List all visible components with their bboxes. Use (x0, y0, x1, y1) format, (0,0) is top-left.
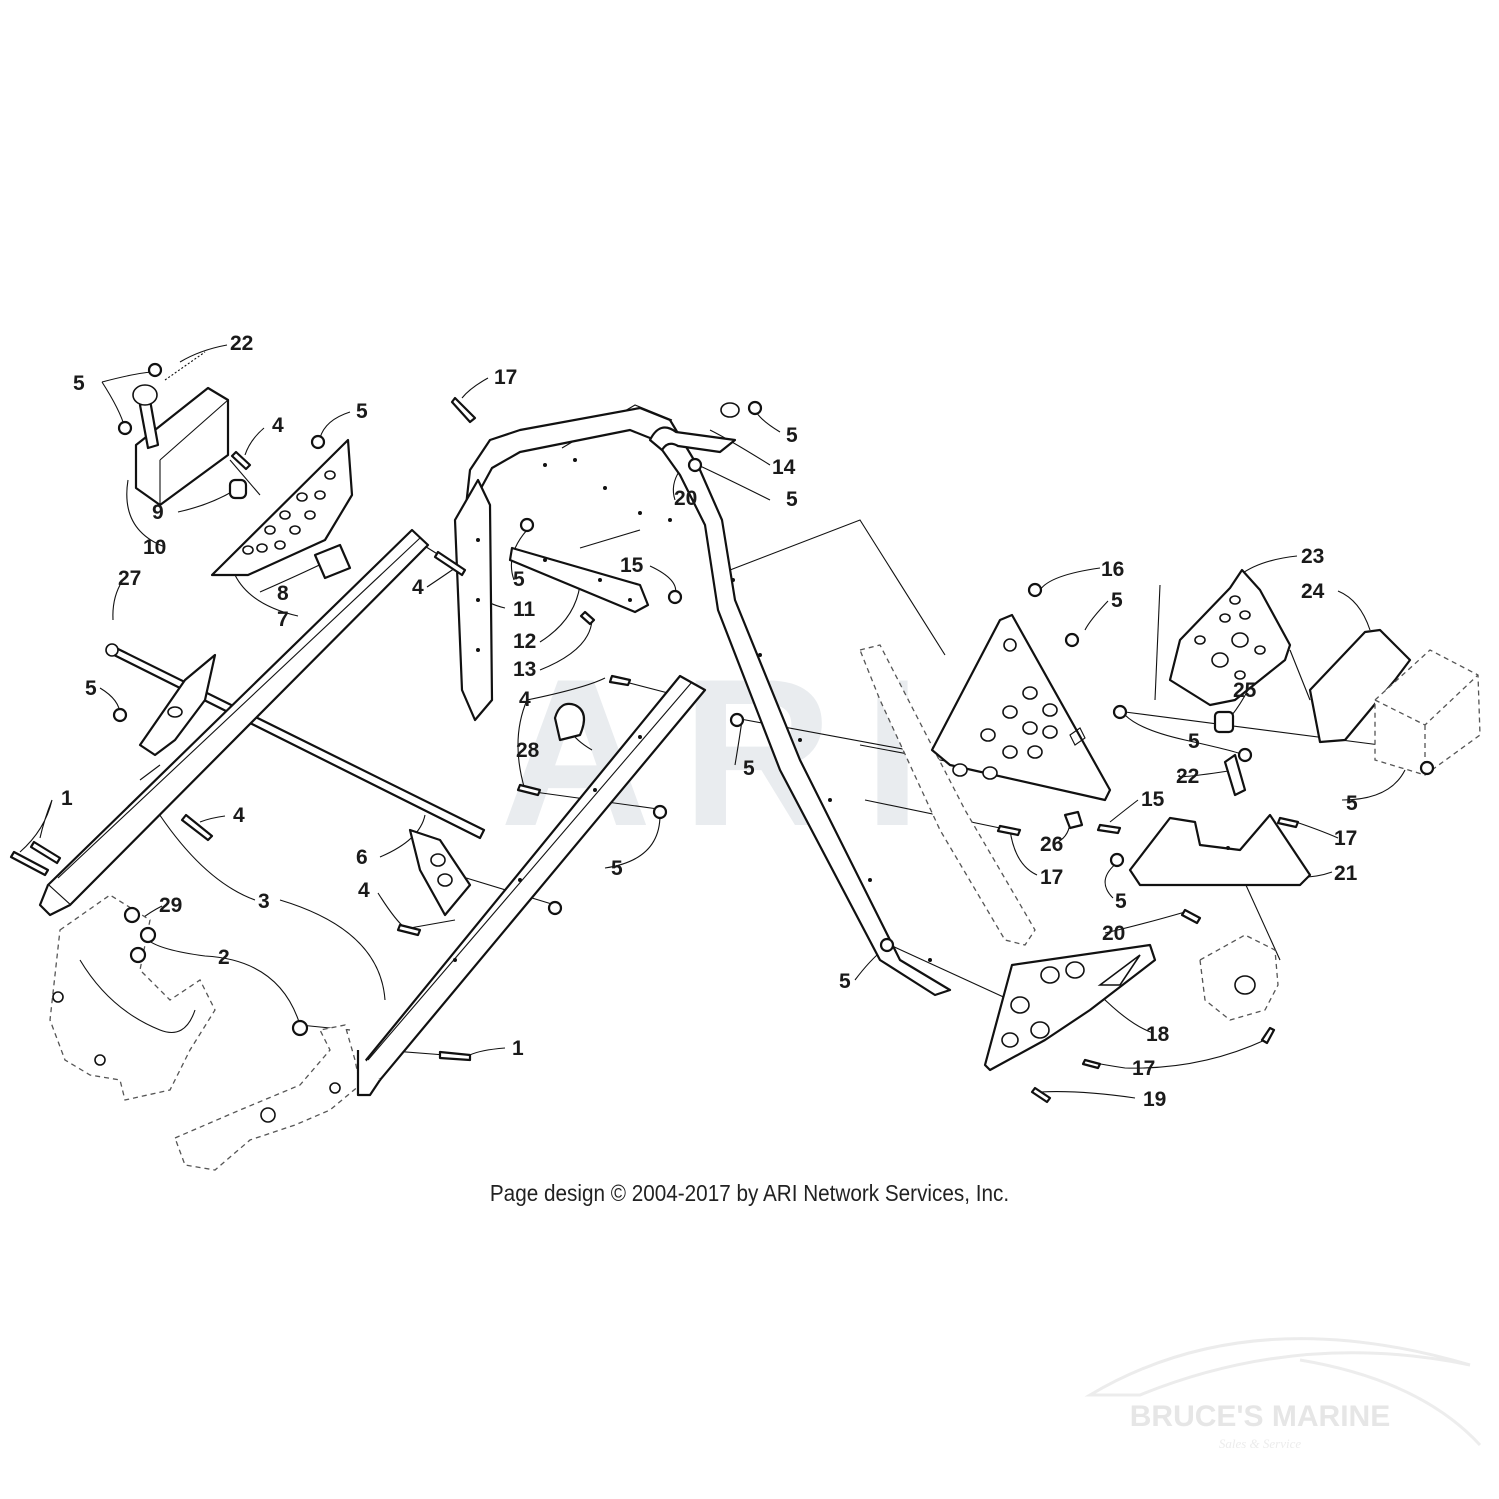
callout-5-plate21: 5 (1115, 890, 1127, 913)
oil-reservoir-10 (132, 384, 230, 507)
callout-22-right: 22 (1176, 765, 1199, 788)
callout-11: 11 (513, 598, 536, 621)
callout-6: 6 (356, 846, 368, 869)
roll-cage-hoop (458, 406, 952, 997)
gusset-bracket-left (138, 653, 217, 757)
callout-17-center: 17 (1040, 866, 1063, 889)
callout-24: 24 (1301, 580, 1325, 603)
callout-18: 18 (1146, 1023, 1170, 1046)
mount-strap-12 (508, 546, 650, 614)
callout-4-rail: 4 (412, 576, 424, 599)
callout-15-center: 15 (620, 554, 644, 577)
callout-17-bottom: 17 (1132, 1057, 1155, 1080)
leader-lines (19, 344, 1406, 1099)
callout-21: 21 (1334, 862, 1358, 885)
callout-4-center: 4 (519, 688, 531, 711)
cable-clamp-28 (553, 702, 586, 742)
callout-4-top: 4 (272, 414, 284, 437)
gusset-bracket-6 (408, 828, 472, 917)
callout-16: 16 (1101, 558, 1124, 581)
mount-plate-7 (210, 438, 354, 577)
copyright-notice: Page design © 2004-2017 by ARI Network S… (489, 1180, 1010, 1206)
chassis-frame-bracket-left (49, 894, 216, 1101)
callout-5-hoop: 5 (743, 757, 755, 780)
callout-5-hook-top: 5 (786, 424, 798, 447)
callout-26: 26 (1040, 833, 1063, 856)
module-assembly (1199, 934, 1279, 1021)
relay-8 (313, 543, 352, 580)
side-plate-16 (930, 613, 1112, 802)
module-box-dashed (1374, 649, 1481, 776)
brand-logo-boat-icon (1084, 1337, 1482, 1447)
callout-17-right: 17 (1334, 827, 1357, 850)
callout-10: 10 (143, 536, 166, 559)
callout-25: 25 (1233, 679, 1257, 702)
brand-tagline: Sales & Service (1218, 1436, 1302, 1451)
callout-28: 28 (516, 739, 540, 762)
callout-12: 12 (513, 630, 536, 653)
callout-4-lower: 4 (233, 804, 245, 827)
callout-1-left: 1 (61, 787, 73, 810)
spacer-25 (1213, 710, 1235, 734)
callout-5-bottom: 5 (839, 970, 851, 993)
callout-20-right: 20 (1102, 922, 1125, 945)
callout-1-lower: 1 (512, 1037, 524, 1060)
plate-21 (1128, 813, 1312, 887)
hook-bracket-14 (648, 402, 740, 454)
callout-2: 2 (218, 946, 230, 969)
spring-22-left (164, 351, 206, 381)
callout-5-plate16: 5 (1111, 589, 1123, 612)
callout-15-right: 15 (1141, 788, 1165, 811)
callout-9: 9 (152, 501, 164, 524)
callout-5-top-left: 5 (73, 372, 85, 395)
skid-plate-18 (983, 943, 1157, 1072)
front-rail-left (38, 528, 430, 917)
callout-3: 3 (258, 890, 270, 913)
callout-5-strap: 5 (513, 568, 525, 591)
callout-5-bracket: 5 (1188, 730, 1200, 753)
callout-4-gusset: 4 (358, 879, 370, 902)
callout-17-top: 17 (494, 366, 517, 389)
callout-20-top: 20 (674, 487, 697, 510)
frame-rail-right-dashed (859, 644, 1036, 946)
front-rail-lower (356, 674, 707, 1097)
mount-bracket-23 (1168, 568, 1292, 707)
callout-22-top: 22 (230, 332, 253, 355)
callout-8: 8 (277, 582, 289, 605)
callout-27: 27 (118, 567, 141, 590)
callout-19: 19 (1143, 1088, 1166, 1111)
callout-23: 23 (1301, 545, 1324, 568)
callout-labels: 22 5 4 5 9 10 8 7 27 4 5 1 4 3 29 2 6 4 … (61, 332, 1358, 1111)
callout-5-rail: 5 (611, 857, 623, 880)
callout-5-right: 5 (1346, 792, 1358, 815)
spring-22-right (1223, 753, 1247, 797)
callout-13: 13 (513, 658, 536, 681)
callout-7: 7 (277, 608, 289, 631)
brand-name: BRUCE'S MARINE (1129, 1400, 1391, 1433)
cover-plate-24 (1308, 628, 1412, 744)
chassis-frame-bracket-center (174, 1024, 361, 1171)
roll-cage-upright-11 (453, 478, 494, 722)
callout-5-plate: 5 (356, 400, 368, 423)
callout-14: 14 (772, 456, 796, 479)
callout-5-left: 5 (85, 677, 97, 700)
grommet-9 (228, 478, 248, 500)
callout-5-hook: 5 (786, 488, 798, 511)
callout-29: 29 (159, 894, 182, 917)
fasteners (9, 362, 1435, 1104)
